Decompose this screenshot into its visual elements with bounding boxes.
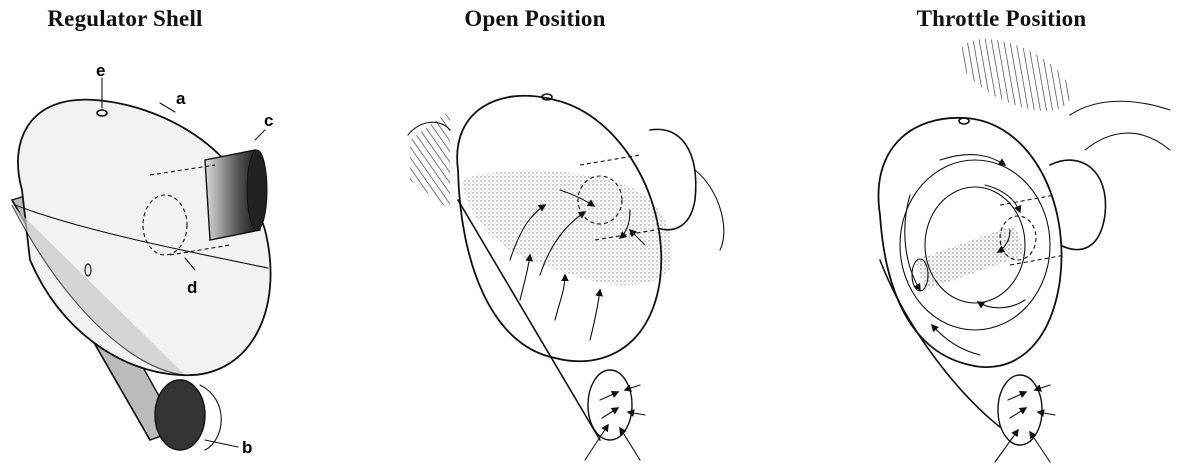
panel-throttle-position: Throttle Position (780, 0, 1183, 468)
label-a: a (176, 89, 186, 108)
regulator-shell-drawing: e a c d b (0, 0, 380, 468)
label-b: b (242, 438, 252, 457)
shell-body (18, 100, 271, 376)
panel-regulator-shell: Regulator Shell e a c d b (0, 0, 380, 468)
open-position-drawing (380, 0, 780, 468)
diaphragm-b (155, 380, 205, 450)
label-e: e (96, 61, 105, 80)
panel-open-position: Open Position (380, 0, 780, 468)
label-c: c (264, 111, 273, 130)
label-d: d (187, 278, 197, 297)
throttle-position-drawing (780, 0, 1183, 468)
